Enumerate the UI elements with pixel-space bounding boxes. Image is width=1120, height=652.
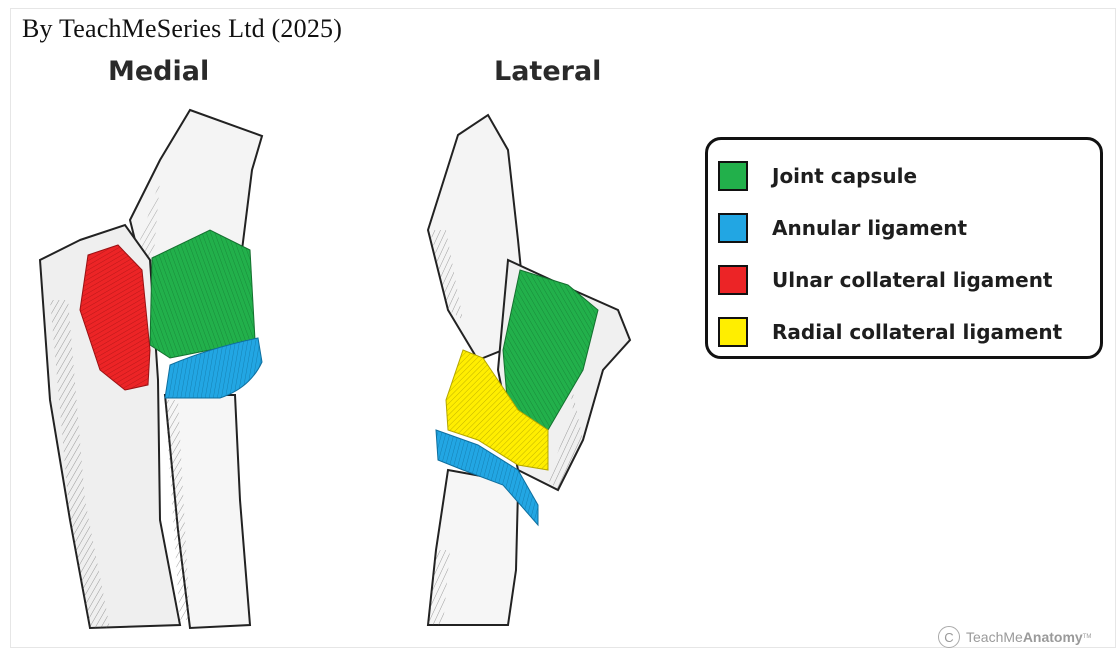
- watermark-tm: TM: [1083, 634, 1092, 640]
- legend-label: Annular ligament: [772, 216, 967, 240]
- lateral-view-title: Lateral: [494, 56, 601, 87]
- credit-line: By TeachMeSeries Ltd (2025): [22, 14, 342, 44]
- legend-item-ulnar-collateral-ligament: Ulnar collateral ligament: [718, 254, 1088, 306]
- legend-label: Joint capsule: [772, 164, 917, 188]
- joint-capsule-swatch: [718, 161, 748, 191]
- legend-label: Radial collateral ligament: [772, 320, 1062, 344]
- watermark-prefix: TeachMe: [966, 629, 1023, 645]
- annular-ligament-swatch: [718, 213, 748, 243]
- medial-view-title: Medial: [108, 56, 209, 87]
- ulnar-collateral-ligament-swatch: [718, 265, 748, 295]
- legend-label: Ulnar collateral ligament: [772, 268, 1053, 292]
- legend-item-annular-ligament: Annular ligament: [718, 202, 1088, 254]
- medial-elbow-illustration: [30, 100, 280, 630]
- radial-collateral-ligament-swatch: [718, 317, 748, 347]
- watermark-brand: Anatomy: [1023, 629, 1083, 645]
- copyright-icon: C: [938, 626, 960, 648]
- legend-box: Joint capsule Annular ligament Ulnar col…: [705, 137, 1103, 359]
- legend-item-joint-capsule: Joint capsule: [718, 150, 1088, 202]
- legend-item-radial-collateral-ligament: Radial collateral ligament: [718, 306, 1088, 358]
- lateral-elbow-illustration: [408, 110, 648, 630]
